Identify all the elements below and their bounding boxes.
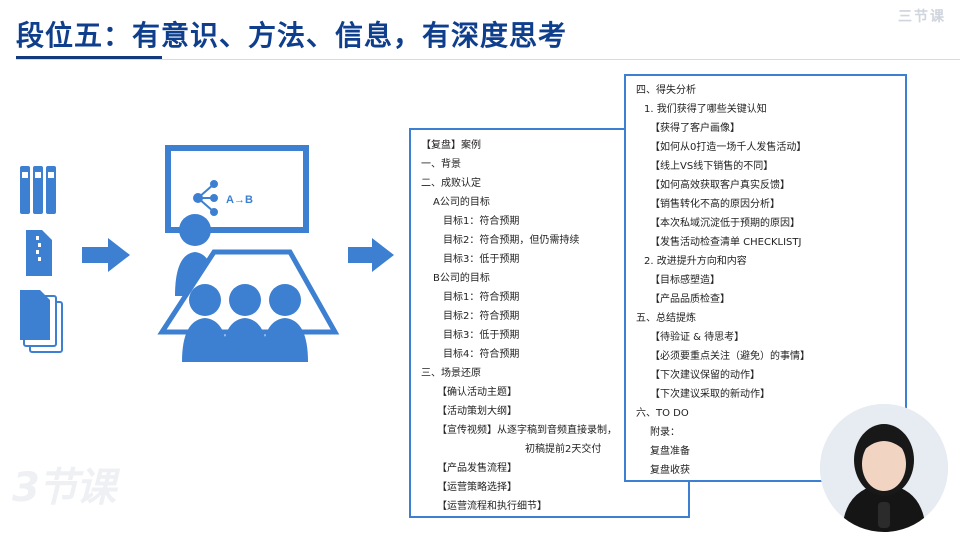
doc-line: 复盘准备 xyxy=(650,446,690,457)
doc-line: 三、场景还原 xyxy=(421,368,481,379)
title-underline-accent xyxy=(16,56,162,60)
doc-line: 【宣传视频】从逐字稿到音频直接录制， xyxy=(437,425,617,436)
title-divider xyxy=(16,59,960,60)
doc-line: 【复盘】案例 xyxy=(421,140,481,151)
doc-line: 初稿提前2天交付 xyxy=(525,444,602,455)
brand-watermark: 3节课 xyxy=(12,465,116,511)
zip-file-icon xyxy=(26,230,52,276)
doc-line: 【本次私域沉淀低于预期的原因】 xyxy=(650,218,800,229)
doc-line: 六、TO DO xyxy=(636,408,689,419)
doc-line: 目标1：符合预期 xyxy=(443,216,520,227)
doc-line: 目标3：低于预期 xyxy=(443,330,520,341)
doc-line: 附录： xyxy=(650,427,680,438)
flow-label: A→B xyxy=(226,194,253,206)
doc-line: 【发售活动检查清单 CHECKLISTJ xyxy=(650,237,802,248)
doc-line: 【如何高效获取客户真实反馈】 xyxy=(650,180,790,191)
arrow-right-icon xyxy=(82,238,130,272)
meeting-illustration: A→B xyxy=(20,145,394,362)
doc-line: 【产品品质检查】 xyxy=(650,294,730,305)
presenter-webcam xyxy=(820,404,948,532)
doc-line: 【线上VS线下销售的不同】 xyxy=(650,161,774,172)
presenter-avatar xyxy=(820,404,948,532)
doc-line: 一、背景 xyxy=(421,159,461,170)
doc-line: 【销售转化不高的原因分析】 xyxy=(650,199,780,210)
doc-line: 【产品发售流程】 xyxy=(437,463,517,474)
doc-line: 【运营流程和执行细节】 xyxy=(437,501,547,512)
brand-logo-top: 三节课 xyxy=(898,9,946,25)
doc-line: 【下次建议保留的动作】 xyxy=(650,370,760,381)
doc-line: 【待验证 & 待思考】 xyxy=(650,332,745,343)
doc-line: 【活动策划大纲】 xyxy=(437,406,517,417)
page-title: 段位五：有意识、方法、信息，有深度思考 xyxy=(16,19,568,52)
doc-line: 目标1：符合预期 xyxy=(443,292,520,303)
doc-line: 【确认活动主题】 xyxy=(437,387,517,398)
doc-line: 【运营策略选择】 xyxy=(437,482,517,493)
doc-line: 【下次建议采取的新动作】 xyxy=(650,389,770,400)
doc-line: 复盘收获 xyxy=(650,465,690,476)
doc-line: 目标2：符合预期，但仍需持续 xyxy=(443,235,580,246)
binders-icon xyxy=(20,166,56,214)
doc-line: 目标4：符合预期 xyxy=(443,349,520,360)
doc-line: 2. 改进提升方向和内容 xyxy=(644,256,747,267)
doc-line: 【目标感塑造】 xyxy=(650,275,720,286)
doc-line: 五、总结提炼 xyxy=(636,313,696,324)
doc-line: B公司的目标 xyxy=(433,273,490,284)
flow-diagram-icon xyxy=(193,180,218,216)
doc-line: 二、成败认定 xyxy=(421,178,481,189)
doc-line: 四、得失分析 xyxy=(636,85,696,96)
doc-line: 【必须要重点关注（避免）的事情】 xyxy=(650,351,810,362)
doc-line: 1. 我们获得了哪些关键认知 xyxy=(644,104,767,115)
doc-line: A公司的目标 xyxy=(433,197,490,208)
doc-line: 【获得了客户画像】 xyxy=(650,123,740,134)
documents-icon xyxy=(20,290,63,353)
doc-line: 【如何从0打造一场千人发售活动】 xyxy=(650,142,807,153)
arrow-right-icon xyxy=(348,238,394,272)
doc-line: 目标2：符合预期 xyxy=(443,311,520,322)
doc-line: 目标3：低于预期 xyxy=(443,254,520,265)
audience-figures xyxy=(182,284,308,362)
